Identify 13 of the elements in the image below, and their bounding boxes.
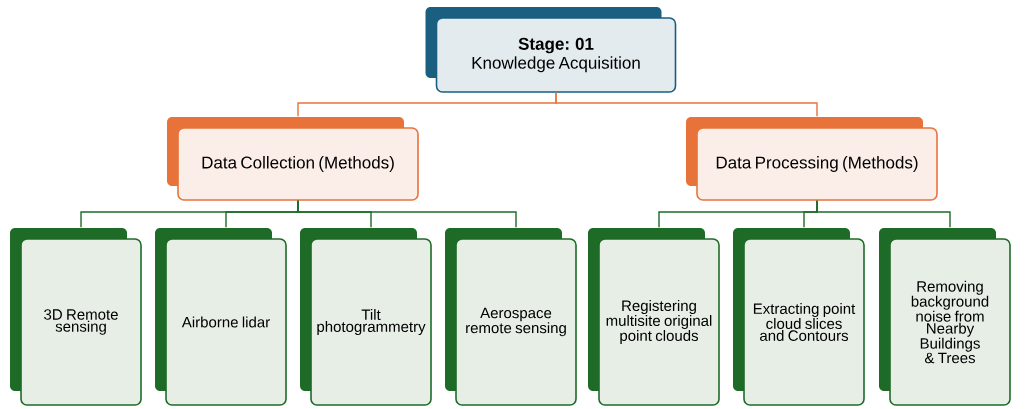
method-box: Removing background noise from Nearby Buildings & Trees	[879, 228, 1011, 406]
category-box: Data Processing (Methods)	[686, 117, 938, 201]
method-box: Extracting point cloud slices and Contours	[733, 228, 865, 406]
method-box: Airborne lidar	[155, 228, 287, 406]
connector-line	[555, 92, 818, 117]
method-box: 3D Remote sensing	[10, 228, 142, 406]
connector-line	[816, 200, 951, 228]
category-box: Data Collection (Methods)	[167, 117, 419, 201]
stage-box: Stage: 01 Knowledge Acquisition	[425, 7, 677, 93]
connector-line	[297, 200, 517, 228]
method-box: Aerospace remote sensing	[445, 228, 577, 406]
method-box: Tilt photogrammetry	[300, 228, 432, 406]
method-box: Registering multisite original point clouds	[588, 228, 720, 406]
